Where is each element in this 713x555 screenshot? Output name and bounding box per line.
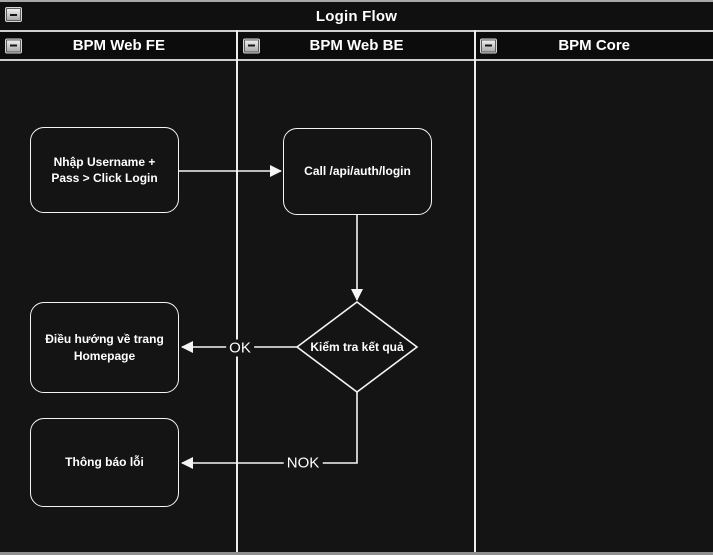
- frame-top-line: [0, 0, 713, 2]
- pool-title: Login Flow: [315, 7, 398, 25]
- node-label: Thông báo lỗi: [65, 455, 144, 470]
- pool-title-bar: Login Flow: [0, 2, 713, 30]
- lane-header-row: BPM Web FE BPM Web BE BPM Core: [0, 32, 713, 59]
- lane-be-label: BPM Web BE: [309, 37, 404, 54]
- node-label: Kiểm tra kết quả: [310, 340, 404, 354]
- node-input-credentials[interactable]: Nhập Username + Pass > Click Login: [30, 127, 179, 213]
- frame-bottom-line: [0, 552, 713, 555]
- edge-label-nok[interactable]: NOK: [283, 454, 323, 472]
- lane-divider-1: [236, 30, 238, 552]
- node-error-notification[interactable]: Thông báo lỗi: [30, 418, 179, 507]
- lane-be-collapse-button[interactable]: [242, 38, 260, 53]
- minus-icon: [247, 44, 255, 47]
- node-label: Call /api/auth/login: [304, 164, 411, 179]
- decision-diamond-shape[interactable]: [295, 301, 419, 393]
- lane-divider-2: [474, 30, 476, 552]
- lane-core-label: BPM Core: [558, 37, 631, 54]
- lane-header-core[interactable]: BPM Core: [475, 32, 713, 59]
- minus-icon: [485, 44, 493, 47]
- node-check-result-label[interactable]: Kiểm tra kết quả: [295, 329, 419, 365]
- minus-icon: [10, 13, 17, 16]
- pool-collapse-button[interactable]: [5, 7, 22, 22]
- node-redirect-homepage[interactable]: Điều hướng về trang Homepage: [30, 302, 179, 393]
- lane-header-fe[interactable]: BPM Web FE: [0, 32, 238, 59]
- lane-header-be[interactable]: BPM Web BE: [237, 32, 476, 59]
- node-label: Điều hướng về trang Homepage: [45, 332, 164, 363]
- header-separator-line: [0, 59, 713, 61]
- minus-icon: [10, 44, 17, 47]
- lane-fe-collapse-button[interactable]: [5, 38, 22, 53]
- edge-check-nok-to-error[interactable]: [181, 392, 358, 469]
- node-call-login-api[interactable]: Call /api/auth/login: [283, 128, 432, 215]
- node-label: Nhập Username + Pass > Click Login: [51, 154, 158, 185]
- lane-core-collapse-button[interactable]: [480, 38, 498, 53]
- edge-label-ok[interactable]: OK: [226, 339, 254, 357]
- lane-fe-label: BPM Web FE: [72, 37, 165, 54]
- title-separator-line: [0, 30, 713, 32]
